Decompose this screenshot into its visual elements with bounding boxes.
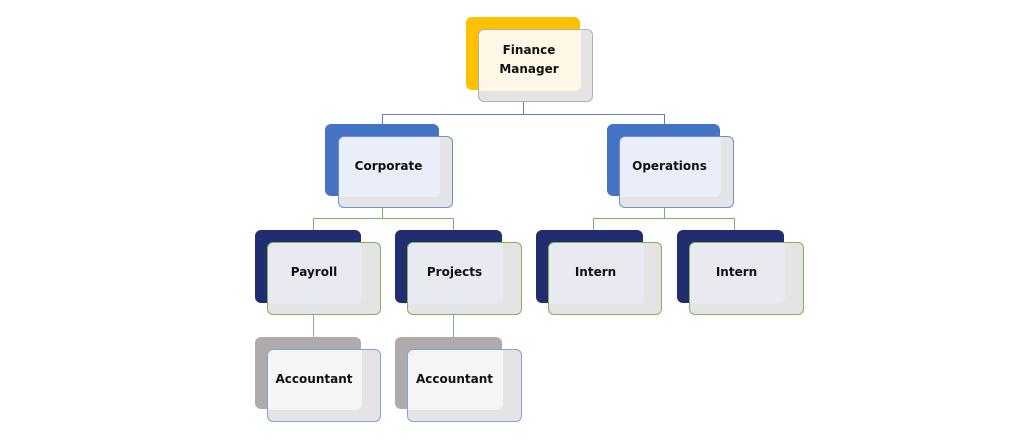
node-label: Payroll [290, 265, 338, 279]
connector-line [382, 208, 384, 218]
connector-line [664, 208, 666, 218]
connector-line [664, 114, 666, 124]
connector-line [313, 315, 315, 337]
node-front-card [478, 29, 593, 102]
node-label: Intern [715, 265, 758, 279]
connector-line [382, 114, 664, 116]
node-label: Accountant [275, 371, 353, 386]
node-label: Corporate [354, 158, 423, 173]
connector-line [382, 114, 384, 124]
node-label: Intern [574, 265, 617, 279]
connector-line [593, 218, 734, 220]
connector-line [523, 102, 525, 114]
node-label: Operations [632, 158, 707, 173]
node-label: Projects [426, 265, 483, 279]
node-label: Accountant [416, 371, 493, 386]
connector-line [313, 218, 453, 220]
connector-line [453, 315, 455, 337]
